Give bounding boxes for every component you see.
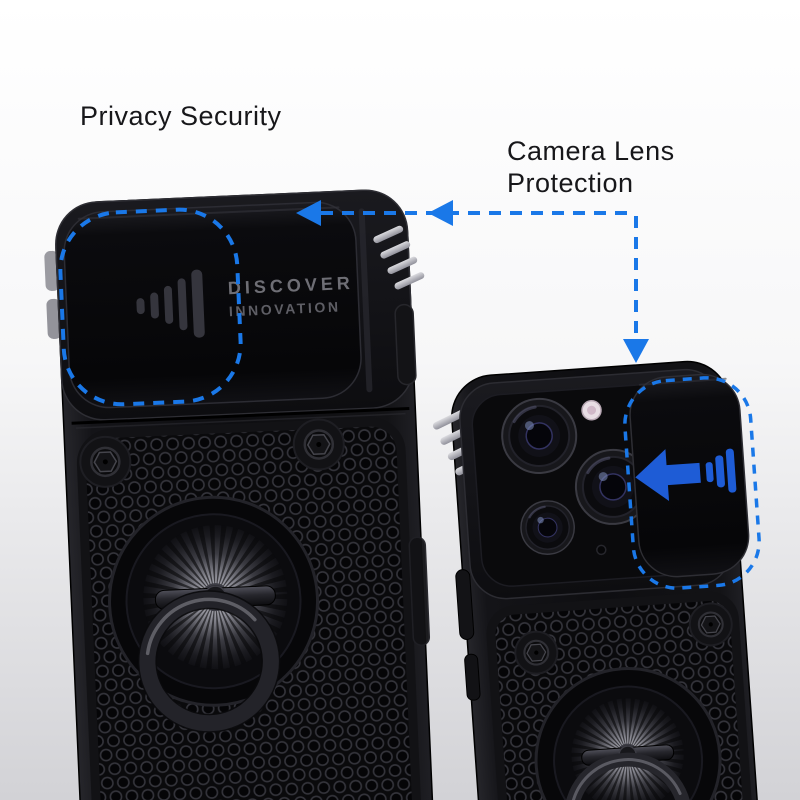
mic-hole [596,544,607,556]
left-case-side-button [394,303,417,386]
right-phone-case [432,360,761,800]
screw-icon [302,428,335,461]
coverage-outline-right [623,376,761,590]
coverage-outline-left [58,207,243,407]
screw-icon [89,445,122,478]
camera-protection-label-line1: Camera Lens [507,136,675,166]
left-camera-slide-cover [63,201,362,409]
grip-ridges-icon [373,225,425,290]
arrowheads [296,200,649,363]
screw-icon [522,638,551,667]
module-seam-highlight [75,412,406,429]
camera-protection-label-line2: Protection [507,168,634,198]
arrowhead-down [623,339,649,363]
left-phone-case: DISCOVER INNOVATION [44,189,434,800]
dashed-arrow-icon [58,207,761,590]
cover-rail [358,208,373,393]
ring-highlight [571,758,682,800]
ring-highlight [145,597,257,656]
right-case-mesh-frame [486,591,757,800]
left-case-mesh-frame [76,417,422,800]
right-case-side-button-2 [464,653,481,701]
ring-inner-edge [155,607,263,716]
module-seam [71,407,410,425]
flash-center [587,405,597,415]
left-case-volume-button-1 [44,250,60,291]
slide-grip-bars-icon [136,269,205,338]
ring-outer-edge [137,590,281,733]
annotations: Privacy Security Camera Lens Protection [58,101,761,590]
slide-left-arrow-icon [635,448,737,502]
screw-icon [697,610,725,639]
brand-line2: INNOVATION [229,298,341,319]
arrowhead-left-2 [428,200,453,226]
privacy-label: Privacy Security [80,101,282,131]
left-case-power-button [408,536,431,646]
right-case-side-button [455,569,475,640]
arrowhead-left-1 [296,200,321,226]
cover-top-highlight [77,206,340,220]
left-case-volume-button-2 [46,298,62,339]
